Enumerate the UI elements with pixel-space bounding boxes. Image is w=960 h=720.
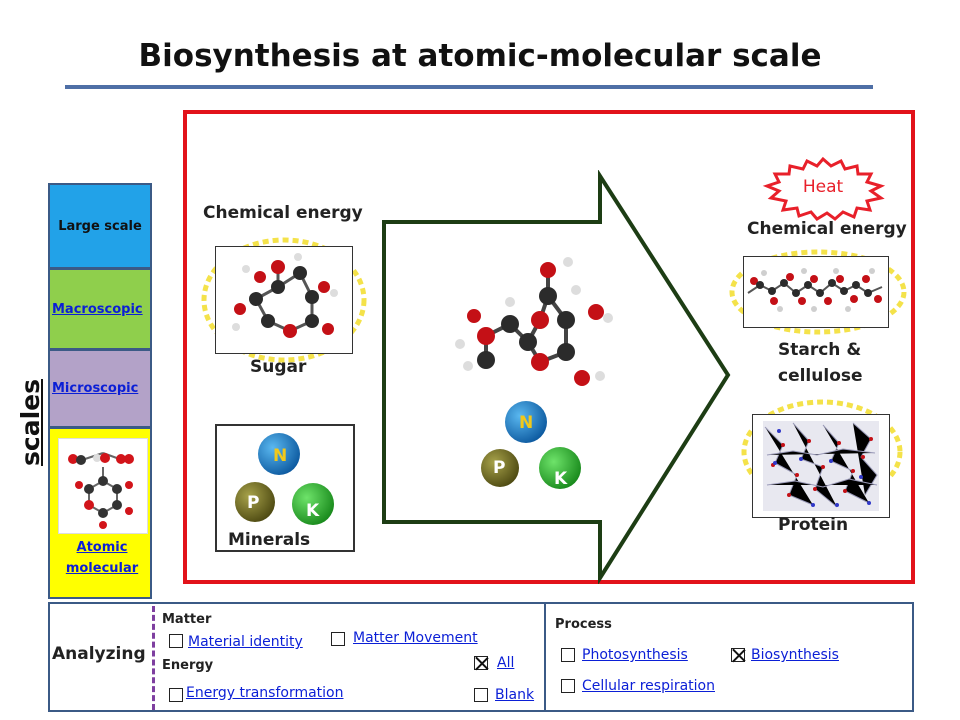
matter-section-label: Matter	[162, 612, 212, 627]
atom-p-center: P	[493, 458, 506, 478]
glucose-molecule	[455, 257, 613, 386]
protein-label: Protein	[778, 515, 849, 535]
photosynthesis-checkbox[interactable]	[561, 648, 575, 662]
atom-n-left: N	[273, 446, 288, 466]
minerals-label: Minerals	[228, 530, 311, 550]
title-underline	[65, 85, 873, 89]
blank-link[interactable]: Blank	[495, 687, 535, 703]
heat-burst	[762, 156, 886, 221]
blank-checkbox[interactable]	[474, 688, 488, 702]
analyzing-divider	[152, 606, 155, 710]
atom-n-center: N	[519, 413, 534, 433]
scale-macroscopic[interactable]: Macroscopic	[48, 268, 152, 350]
process-panel	[544, 602, 914, 712]
atom-p-left: P	[247, 493, 260, 513]
energy-section-label: Energy	[162, 658, 214, 673]
page-title: Biosynthesis at atomic-molecular scale	[138, 38, 822, 74]
scale-microscopic[interactable]: Microscopic	[48, 349, 152, 428]
scales-axis-label: scales	[16, 379, 45, 466]
sugar-energy-glow	[201, 237, 367, 363]
center-minerals	[481, 401, 581, 489]
material-identity-link[interactable]: Material identity	[188, 634, 303, 650]
scale-atomic-molecular[interactable]: Atomic molecular	[48, 427, 152, 599]
analyzing-label: Analyzing	[52, 644, 146, 664]
energy-transformation-checkbox[interactable]	[169, 688, 183, 702]
minerals-image	[215, 424, 355, 552]
matter-movement-link[interactable]: Matter Movement	[353, 630, 478, 646]
cellular-respiration-checkbox[interactable]	[561, 679, 575, 693]
scale-macroscopic-link[interactable]: Macroscopic	[52, 301, 143, 317]
analyzing-panel	[48, 602, 546, 712]
starch-energy-glow	[729, 249, 907, 335]
scale-large-label: Large scale	[58, 218, 142, 234]
starch-label: Starch & cellulose	[778, 337, 863, 389]
all-link[interactable]: All	[497, 655, 515, 671]
scale-microscopic-link[interactable]: Microscopic	[52, 381, 139, 396]
starch-image	[743, 256, 889, 328]
glucose-thumbnail	[58, 438, 148, 534]
matter-movement-checkbox[interactable]	[331, 632, 345, 646]
heat-label: Heat	[802, 177, 844, 197]
energy-transformation-link[interactable]: Energy transformation	[186, 685, 344, 701]
atom-k-center: K	[554, 469, 568, 489]
biosynthesis-frame	[183, 110, 915, 584]
photosynthesis-link[interactable]: Photosynthesis	[582, 647, 688, 663]
left-energy-label: Chemical energy	[203, 203, 363, 223]
cellular-respiration-link[interactable]: Cellular respiration	[582, 678, 715, 694]
scale-atomic-molecular-link[interactable]: Atomic molecular	[65, 540, 139, 576]
starch-label-line1: Starch &	[778, 340, 862, 360]
protein-image	[752, 414, 890, 518]
all-checkbox[interactable]	[474, 656, 488, 670]
biosynthesis-link[interactable]: Biosynthesis	[751, 647, 839, 663]
process-arrow	[382, 170, 731, 584]
scale-large[interactable]: Large scale	[48, 183, 152, 269]
material-identity-checkbox[interactable]	[169, 634, 183, 648]
atom-k-left: K	[306, 501, 320, 521]
right-energy-label: Chemical energy	[747, 219, 907, 239]
sugar-image	[215, 246, 353, 354]
biosynthesis-checkbox[interactable]	[731, 648, 745, 662]
sugar-label: Sugar	[250, 357, 307, 377]
process-section-label: Process	[555, 617, 612, 632]
starch-label-line2: cellulose	[778, 366, 863, 386]
